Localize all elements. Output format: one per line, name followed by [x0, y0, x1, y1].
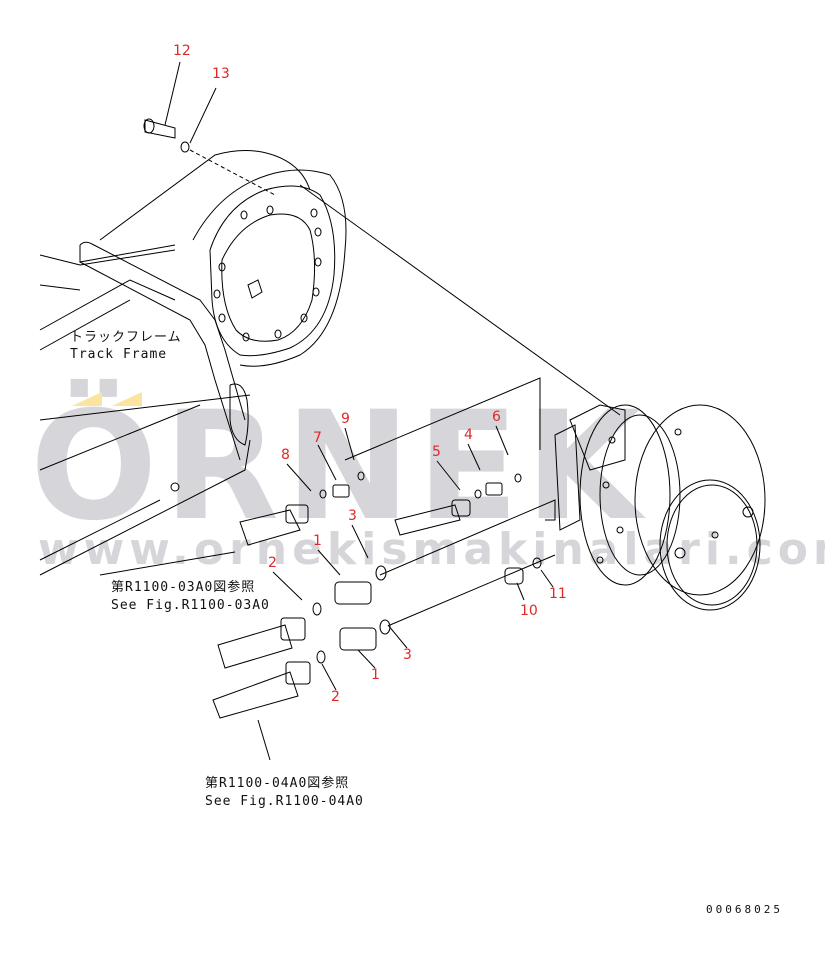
part-label-6: 6 — [492, 409, 501, 425]
part-label-1-upper: 1 — [313, 533, 322, 549]
part-label-12: 12 — [173, 43, 191, 59]
hoses — [212, 499, 471, 719]
part-label-8: 8 — [281, 447, 290, 463]
final-drive-motor — [554, 404, 766, 611]
reference-note-04a0-en: See Fig.R1100-04A0 — [205, 794, 364, 809]
part-label-7: 7 — [313, 430, 322, 446]
bolt-washer-parts — [143, 118, 276, 196]
part-label-13: 13 — [212, 66, 230, 82]
document-number: 00068025 — [706, 903, 783, 916]
reference-note-03a0-en: See Fig.R1100-03A0 — [111, 598, 270, 613]
part-label-5: 5 — [432, 444, 441, 460]
leader-lines — [99, 61, 554, 761]
track-frame-label-jp: トラックフレーム — [70, 330, 182, 345]
part-label-2-lower: 2 — [331, 689, 340, 705]
bolt-holes — [213, 205, 322, 342]
reference-note-03a0-jp: 第R1100-03A0図参照 — [111, 580, 256, 595]
part-label-11: 11 — [549, 586, 567, 602]
part-label-2-upper: 2 — [268, 555, 277, 571]
part-label-9: 9 — [341, 411, 350, 427]
watermark-accent-icon — [72, 392, 142, 406]
track-frame-drawing — [39, 150, 347, 576]
part-label-1-lower: 1 — [371, 667, 380, 683]
part-label-3-lower: 3 — [403, 647, 412, 663]
part-label-4: 4 — [464, 427, 473, 443]
fittings — [312, 471, 542, 664]
reference-note-04a0-jp: 第R1100-04A0図参照 — [205, 776, 350, 791]
assembly-axis-lines — [299, 184, 621, 626]
part-label-10: 10 — [520, 603, 538, 619]
track-frame-label-en: Track Frame — [70, 347, 168, 362]
part-label-3-upper: 3 — [348, 508, 357, 524]
